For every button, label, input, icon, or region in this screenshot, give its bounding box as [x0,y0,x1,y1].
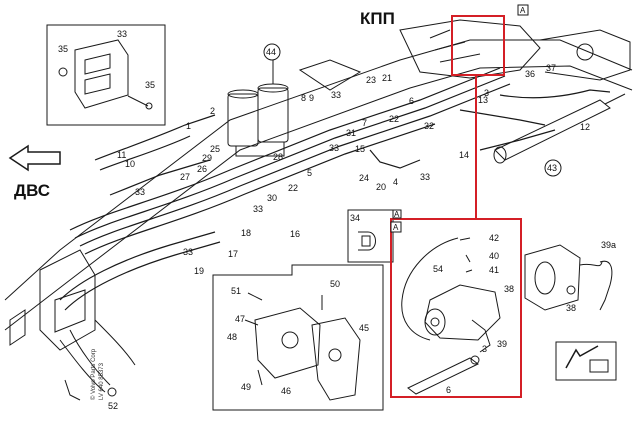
detail-ref-top: A [520,6,526,15]
part-10: 10 [125,159,135,169]
part-12: 12 [580,122,590,132]
part-22-b: 22 [288,183,298,193]
part-17: 17 [228,249,238,259]
part-33-e: 33 [420,172,430,182]
inset-valve-assembly [212,264,384,411]
part-19: 19 [194,266,204,276]
part-23: 23 [366,75,376,85]
part-4: 4 [393,177,398,187]
part-48: 48 [227,332,237,342]
part-2: 2 [210,106,215,116]
part-39a: 39a [601,240,616,250]
part-28: 28 [273,152,283,162]
pump-highlight-box [390,218,522,398]
engine-direction-icon [8,144,61,172]
engine-side-assembly [39,249,136,401]
view-arrow-icon [555,341,617,381]
part-52: 52 [108,401,118,411]
part-33-inset: 33 [117,29,127,39]
part-54: 54 [433,264,443,274]
part-47: 47 [235,314,245,324]
part-11: 11 [117,150,126,160]
part-33-b: 33 [135,187,145,197]
part-39: 39 [497,339,507,349]
gearbox-housing [399,19,631,81]
part-18: 18 [241,228,251,238]
part-51: 51 [231,286,241,296]
inset-clamp-bracket [46,24,166,126]
part-6: 6 [409,96,414,106]
part-26: 26 [197,164,207,174]
pump-detail [524,244,613,311]
part-46: 46 [281,386,291,396]
part-3-pump: 3 [482,344,487,354]
filter-canisters [227,58,289,157]
part-6-pump: 6 [446,385,451,395]
part-44: 44 [266,47,276,57]
part-37: 37 [546,63,556,73]
part-7: 7 [362,118,367,128]
part-14: 14 [459,150,469,160]
part-34: 34 [350,213,360,223]
inset-pipe-clip [347,209,394,263]
part-36: 36 [525,69,535,79]
part-5: 5 [307,168,312,178]
part-33-a: 33 [331,90,341,100]
part-24: 24 [359,173,369,183]
hydraulic-pipes [59,67,611,311]
part-20: 20 [376,182,386,192]
credit-text: © Volvo Parts Corp LV 640 85373 [90,348,105,400]
part-29: 29 [202,153,212,163]
part-33-c: 33 [253,204,263,214]
part-15: 15 [355,144,365,154]
part-22-a: 22 [389,114,399,124]
part-9: 9 [309,93,314,103]
part-35-b: 35 [145,80,155,90]
steering-pump [401,237,501,395]
part-1: 1 [186,121,191,131]
part-31: 31 [346,128,356,138]
part-40: 40 [489,251,499,261]
part-32: 32 [424,121,434,131]
gearbox-label: КПП [360,9,395,28]
part-42: 42 [489,233,499,243]
credit-line-2: LV 640 85373 [99,362,105,400]
cylinder-43 [493,93,626,164]
gearbox-highlight-box [451,15,505,76]
credit-line-1: © Volvo Parts Corp [90,348,97,400]
part-43: 43 [547,163,557,173]
detail-ref-inset: A [394,210,400,219]
part-38-a: 38 [504,284,514,294]
part-21: 21 [382,73,392,83]
part-33-f: 33 [329,143,339,153]
part-50: 50 [330,279,340,289]
part-13: 13 [478,95,488,105]
part-25: 25 [210,144,220,154]
part-49: 49 [241,382,251,392]
part-35-a: 35 [58,44,68,54]
part-45: 45 [359,323,369,333]
part-38-b: 38 [566,303,576,313]
part-3: 3 [484,88,489,98]
part-16: 16 [290,229,300,239]
chassis-frame [4,39,633,346]
part-8: 8 [301,93,306,103]
engine-label: ДВС [14,181,50,200]
part-33-d: 33 [183,247,193,257]
part-41: 41 [489,265,499,275]
part-27: 27 [180,172,190,182]
part-30: 30 [267,193,277,203]
detail-ref-mid: A [393,223,399,232]
